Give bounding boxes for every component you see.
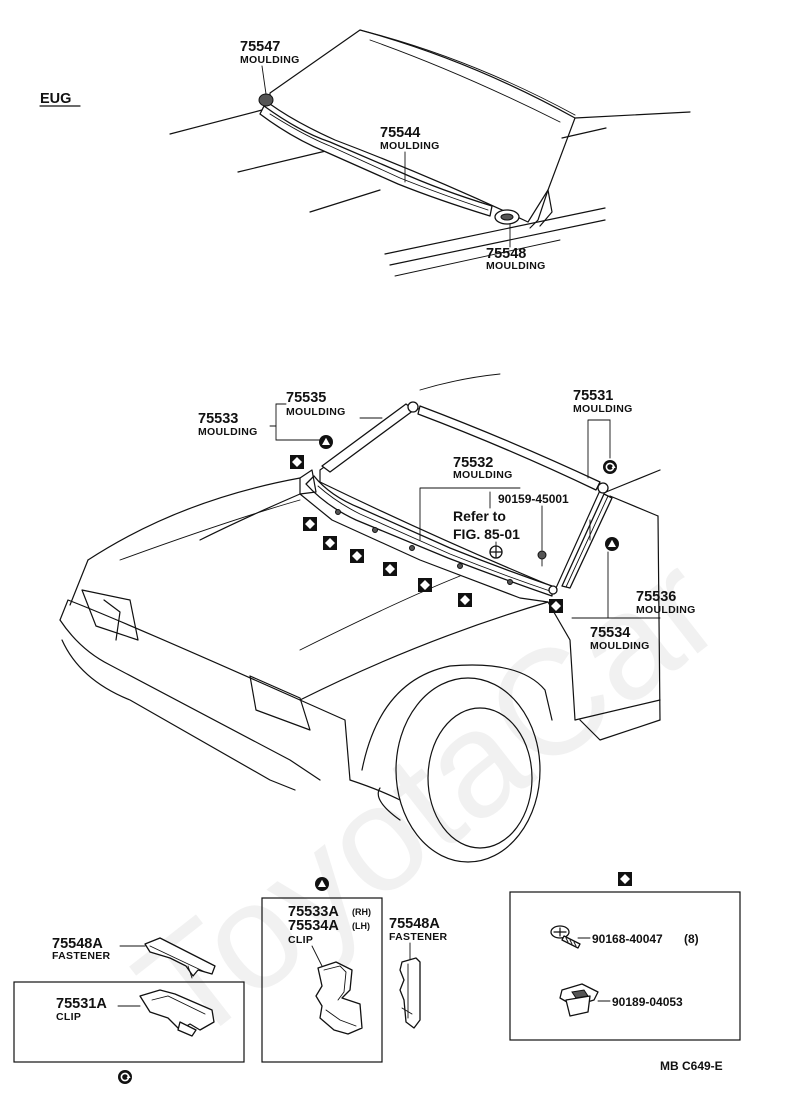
part-name-75548: MOULDING xyxy=(486,260,546,272)
clip-nut-drawing xyxy=(559,983,599,1017)
triangle-symbol-75533 xyxy=(319,435,333,449)
part-name-75547: MOULDING xyxy=(240,54,300,66)
part-number-75532: 75532 xyxy=(453,455,493,471)
part-number-90159-45001: 90159-45001 xyxy=(498,492,569,506)
leader-clip xyxy=(311,945,323,967)
top-windshield-drawing xyxy=(169,29,691,277)
rh-label: (RH) xyxy=(352,907,371,917)
part-number-75531a: 75531A xyxy=(56,996,107,1012)
circle-arrow-symbol-75531a xyxy=(117,1069,133,1085)
diamond-symbol-cowl xyxy=(290,455,304,469)
part-number-75535: 75535 xyxy=(286,390,326,406)
part-name-75531: MOULDING xyxy=(573,403,633,415)
diamond-symbol-5 xyxy=(418,578,432,592)
part-number-75548a-right: 75548A xyxy=(389,916,440,932)
leader-75547 xyxy=(261,65,267,95)
bracket-75531 xyxy=(587,419,611,479)
diamond-symbol-3 xyxy=(350,549,364,563)
refer-to-text: Refer to xyxy=(453,508,506,524)
part-number-75533a: 75533A xyxy=(288,904,339,920)
part-name-75531a: CLIP xyxy=(56,1011,81,1023)
part-name-75548a-left: FASTENER xyxy=(52,950,111,962)
diamond-symbol-hardware xyxy=(618,872,632,886)
part-name-75535: MOULDING xyxy=(286,406,346,418)
clip-75533a-drawing xyxy=(315,961,363,1035)
part-name-75532: MOULDING xyxy=(453,469,513,481)
diamond-symbol-2 xyxy=(323,536,337,550)
part-name-75536: MOULDING xyxy=(636,604,696,616)
part-name-75534: MOULDING xyxy=(590,640,650,652)
part-number-75534a: 75534A xyxy=(288,918,339,934)
triangle-symbol-75534 xyxy=(605,537,619,551)
refer-fig-text: FIG. 85-01 xyxy=(453,526,520,542)
lh-label: (LH) xyxy=(352,921,370,931)
screw-drawing xyxy=(550,925,581,949)
part-number-90168-40047: 90168-40047 xyxy=(592,932,663,946)
bracket-75535-75533 xyxy=(275,403,321,441)
part-number-75531: 75531 xyxy=(573,388,613,404)
fastener-left-drawing xyxy=(144,937,216,979)
bracket-75536-75534 xyxy=(571,551,661,619)
diamond-symbol-6 xyxy=(458,593,472,607)
part-number-75533: 75533 xyxy=(198,411,238,427)
diamond-symbol-1 xyxy=(303,517,317,531)
triangle-symbol-clip xyxy=(315,877,329,891)
part-number-75534: 75534 xyxy=(590,625,630,641)
part-number-90189-04053: 90189-04053 xyxy=(612,995,683,1009)
part-number-75548: 75548 xyxy=(486,246,526,262)
part-number-75548a-left: 75548A xyxy=(52,936,103,952)
part-name-75548a-right: FASTENER xyxy=(389,931,448,943)
part-number-75544: 75544 xyxy=(380,125,420,141)
clip-75533a-box xyxy=(261,897,383,1063)
circle-arrow-symbol-75531 xyxy=(602,459,618,475)
bracket-75532 xyxy=(419,487,521,541)
diamond-symbol-4 xyxy=(383,562,397,576)
part-name-clip: CLIP xyxy=(288,934,313,946)
hardware-box xyxy=(509,891,741,1041)
clip-75531a-box xyxy=(13,981,245,1063)
qty-90168-40047: (8) xyxy=(684,932,699,946)
diamond-symbol-7 xyxy=(549,599,563,613)
region-label: EUG xyxy=(40,91,71,107)
car-body-drawing xyxy=(59,373,661,863)
part-name-75544: MOULDING xyxy=(380,140,440,152)
part-number-75547: 75547 xyxy=(240,39,280,55)
part-number-75536: 75536 xyxy=(636,589,676,605)
clip-75531a-drawing xyxy=(139,989,215,1037)
drawing-code: MB C649-E xyxy=(660,1059,723,1073)
part-name-75533: MOULDING xyxy=(198,426,258,438)
fastener-right-drawing xyxy=(399,957,421,1029)
